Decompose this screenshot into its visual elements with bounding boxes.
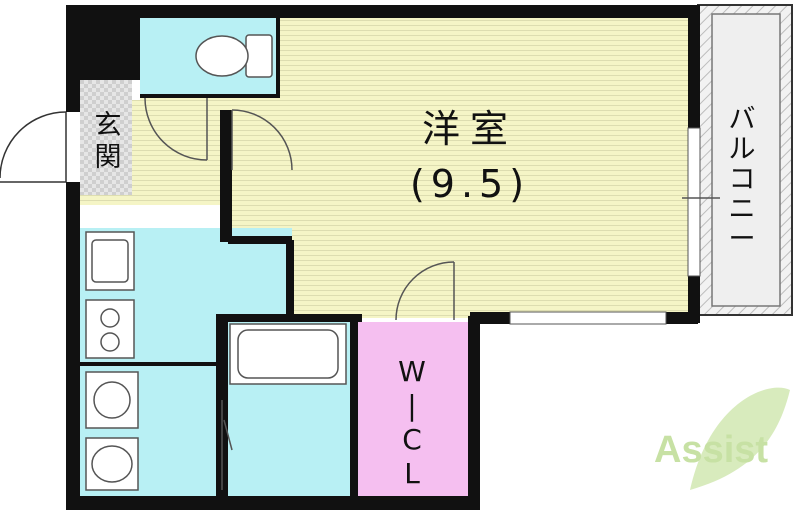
balcony-inner: [711, 13, 781, 307]
washing-machine-space: [85, 371, 139, 429]
entrance-opening: [66, 112, 80, 182]
closet-door: [395, 261, 455, 321]
balcony-label: バ ル コ ニ ー: [728, 104, 756, 255]
closet-floor: [358, 322, 468, 496]
main-room-name: 洋室: [421, 107, 518, 151]
bathroom-door: [221, 400, 233, 490]
south-window: [509, 311, 667, 325]
toilet-door: [144, 97, 208, 161]
entrance-label: 玄 関: [94, 110, 122, 173]
bathtub: [229, 323, 347, 385]
entrance-door: [0, 111, 67, 183]
entrance-floor: [80, 80, 132, 195]
interior-door: [231, 109, 293, 171]
brand-name: Assist: [654, 429, 768, 471]
closet-label: W | C L: [398, 355, 426, 490]
balcony-window: [687, 127, 701, 277]
kitchen-sink: [85, 231, 135, 291]
main-room-floor: [80, 18, 694, 318]
kitchen-stove: [85, 299, 135, 359]
main-room-size: (9.5): [409, 162, 531, 206]
toilet-fixture: [195, 34, 273, 78]
brand-logo: Assist: [654, 387, 790, 490]
wash-basin: [85, 437, 139, 491]
